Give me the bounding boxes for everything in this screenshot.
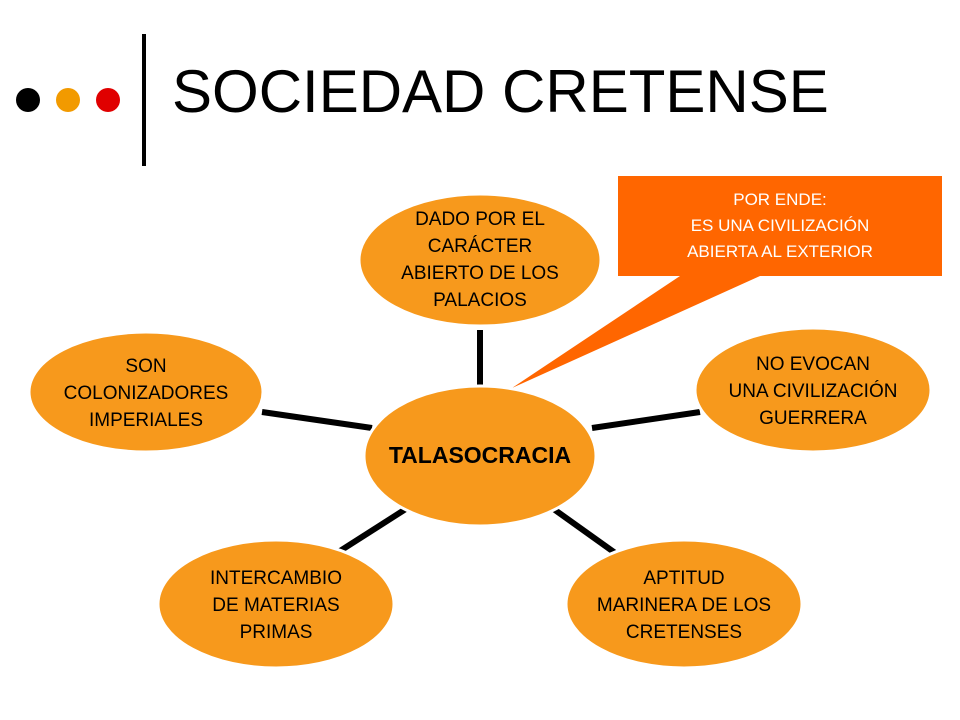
- title-divider: [142, 34, 146, 166]
- hub-shape: [362, 384, 598, 528]
- node-top-shape: [357, 192, 603, 328]
- connector-right: [591, 409, 701, 431]
- orange-dot-icon: [56, 88, 80, 112]
- callout-line-1: POR ENDE:: [733, 190, 827, 209]
- node-bottom-right-label: APTITUD MARINERA DE LOS CRETENSES: [596, 567, 772, 643]
- connector-left: [261, 409, 373, 431]
- callout-line-3: ABIERTA AL EXTERIOR: [687, 242, 873, 261]
- slide-title: SOCIEDAD CRETENSE: [172, 58, 829, 125]
- node-bottom-left-label: INTERCAMBIO DE MATERIAS PRIMAS: [210, 567, 342, 643]
- callout-text: POR ENDE: ES UNA CIVILIZACIÓN ABIERTA AL…: [618, 176, 942, 276]
- callout-box: [618, 176, 942, 276]
- node-right-shape: [693, 326, 933, 454]
- callout-line-2: ES UNA CIVILIZACIÓN: [690, 216, 870, 235]
- node-right-label: NO EVOCAN UNA CIVILIZACIÓN GUERRERA: [728, 353, 898, 429]
- hub-label: TALASOCRACIA: [388, 441, 572, 468]
- node-bottom-left-shape: [156, 538, 396, 670]
- callout-pointer: [512, 276, 760, 388]
- node-left-label: SON COLONIZADORES IMPERIALES: [63, 355, 229, 431]
- node-left-shape: [27, 330, 265, 454]
- node-top-label: DADO POR EL CARÁCTER ABIERTO DE LOS PALA…: [401, 209, 559, 311]
- red-dot-icon: [96, 88, 120, 112]
- node-bottom-right-shape: [564, 538, 804, 670]
- black-dot-icon: [16, 88, 40, 112]
